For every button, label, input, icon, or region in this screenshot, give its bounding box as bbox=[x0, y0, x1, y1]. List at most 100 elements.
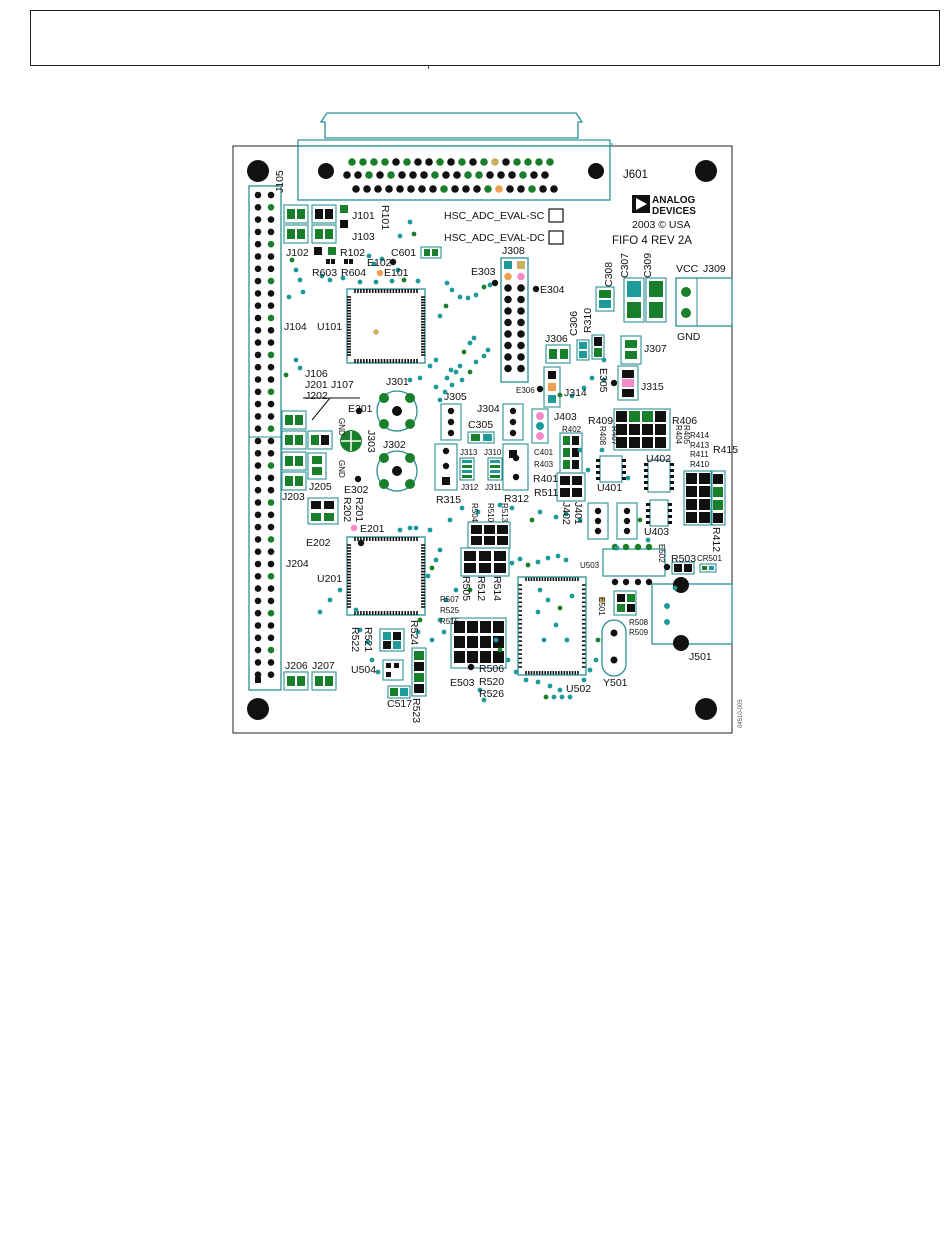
ref-c307: C307 bbox=[619, 253, 631, 278]
ref-j104: J104 bbox=[284, 321, 307, 333]
ref-e501: E501 bbox=[597, 597, 606, 616]
ref-j206: J206 bbox=[285, 660, 308, 672]
ref-j403: J403 bbox=[554, 411, 577, 423]
ref-r410: R410 bbox=[690, 460, 710, 469]
ref-u402: U402 bbox=[646, 453, 671, 465]
ref-r409: R409 bbox=[588, 415, 613, 427]
ref-r514: R514 bbox=[491, 576, 503, 601]
label-vcc: VCC bbox=[676, 263, 699, 275]
ref-c517: C517 bbox=[387, 698, 412, 710]
ref-r402: R402 bbox=[562, 425, 582, 434]
j601-connector-shell bbox=[319, 112, 584, 139]
y501-outline bbox=[601, 619, 627, 677]
ref-j310: J310 bbox=[484, 448, 502, 457]
ref-j501: J501 bbox=[689, 651, 712, 663]
ref-j202: J202 bbox=[305, 390, 328, 402]
vias bbox=[283, 219, 678, 703]
ref-r513: R513 bbox=[500, 503, 509, 523]
ref-j207: J207 bbox=[312, 660, 335, 672]
ref-r407: R407 bbox=[610, 426, 619, 446]
ref-e502: E502 bbox=[657, 544, 666, 563]
ref-r406: R406 bbox=[672, 415, 697, 427]
ref-u403: U403 bbox=[644, 526, 669, 538]
ref-r411: R411 bbox=[690, 450, 709, 459]
ref-e305: E305 bbox=[597, 368, 609, 393]
j302-sma bbox=[376, 450, 418, 492]
j301-sma bbox=[376, 390, 418, 432]
ref-c309: C309 bbox=[642, 253, 654, 278]
board-name: FIFO 4 REV 2A bbox=[612, 235, 692, 247]
ref-j307: J307 bbox=[644, 343, 667, 355]
ref-j306: J306 bbox=[545, 333, 568, 345]
ref-r521: R521 bbox=[362, 627, 374, 652]
ref-j203: J203 bbox=[282, 491, 305, 503]
ref-e302: E302 bbox=[344, 484, 369, 496]
ref-j315: J315 bbox=[641, 381, 664, 393]
ref-r603: R603 bbox=[312, 267, 337, 279]
ref-j106: J106 bbox=[305, 368, 328, 380]
ref-r503: R503 bbox=[671, 553, 696, 565]
ref-c601: C601 bbox=[391, 247, 416, 259]
component-footprints bbox=[281, 204, 726, 699]
ref-gnd: GND bbox=[337, 460, 346, 478]
j303-sma bbox=[340, 430, 362, 452]
u502-outline bbox=[517, 576, 587, 676]
ref-r102: R102 bbox=[340, 247, 365, 259]
ref-j313: J313 bbox=[460, 448, 478, 457]
ref-r415: R415 bbox=[713, 444, 738, 456]
ref-j304: J304 bbox=[477, 403, 500, 415]
ref-j103: J103 bbox=[352, 231, 375, 243]
ref-r525: R525 bbox=[440, 606, 460, 615]
ref-r404: R404 bbox=[674, 425, 683, 445]
ref-u201: U201 bbox=[317, 573, 342, 585]
ref-u401: U401 bbox=[597, 482, 622, 494]
ref-r506: R506 bbox=[479, 663, 504, 675]
j601-connector-body bbox=[297, 145, 611, 201]
analog-devices-logo bbox=[632, 195, 650, 213]
ref-y501: Y501 bbox=[603, 677, 628, 689]
qfp-pins bbox=[347, 289, 586, 675]
j601-hole-right bbox=[588, 163, 604, 179]
ref-r524: R524 bbox=[408, 620, 420, 645]
edge-header-outline bbox=[248, 185, 282, 691]
mount-hole-top-right bbox=[695, 160, 717, 182]
ref-j312: J312 bbox=[461, 483, 479, 492]
ref-j303: J303 bbox=[365, 430, 377, 453]
j308-outline bbox=[500, 257, 529, 383]
mount-hole-top-left bbox=[247, 160, 269, 182]
ref-j302: J302 bbox=[383, 439, 406, 451]
ref-r522: R522 bbox=[349, 627, 361, 652]
side-code: 04510-005 bbox=[738, 699, 744, 728]
ref-j314: J314 bbox=[564, 387, 587, 399]
edge-header-pins bbox=[254, 191, 275, 683]
ref-j105: J105 bbox=[274, 170, 286, 193]
ref-r505: R505 bbox=[460, 576, 472, 601]
ref-e102: E102 bbox=[367, 257, 392, 269]
ref-e202: E202 bbox=[306, 537, 331, 549]
ref-j107: J107 bbox=[331, 379, 354, 391]
ref-j311: J311 bbox=[485, 483, 502, 492]
ref-r523: R523 bbox=[410, 698, 422, 723]
ref-j309: J309 bbox=[703, 263, 726, 275]
j601-hole-left bbox=[318, 163, 334, 179]
ref-r510: R510 bbox=[486, 503, 495, 523]
ref-c401: C401 bbox=[534, 448, 554, 457]
u503-outline bbox=[602, 548, 666, 577]
ref-u504: U504 bbox=[351, 664, 376, 676]
ref-j308: J308 bbox=[502, 245, 525, 257]
variant-sc-checkbox bbox=[548, 208, 564, 223]
ref-r509: R509 bbox=[629, 628, 649, 637]
j601-pins bbox=[343, 158, 558, 193]
year-country: 2003 © USA bbox=[632, 219, 691, 231]
ref-c306: C306 bbox=[568, 311, 580, 336]
ref-r408: R408 bbox=[598, 426, 607, 446]
ref-r414: R414 bbox=[690, 431, 710, 440]
ref-r515: R515 bbox=[440, 617, 460, 626]
u201-outline bbox=[346, 536, 426, 616]
j601-connector-rail bbox=[297, 139, 611, 147]
ref-r526: R526 bbox=[479, 688, 504, 700]
ref-r604: R604 bbox=[341, 267, 366, 279]
mount-hole-bottom-left bbox=[247, 698, 269, 720]
header-tick bbox=[428, 66, 429, 69]
